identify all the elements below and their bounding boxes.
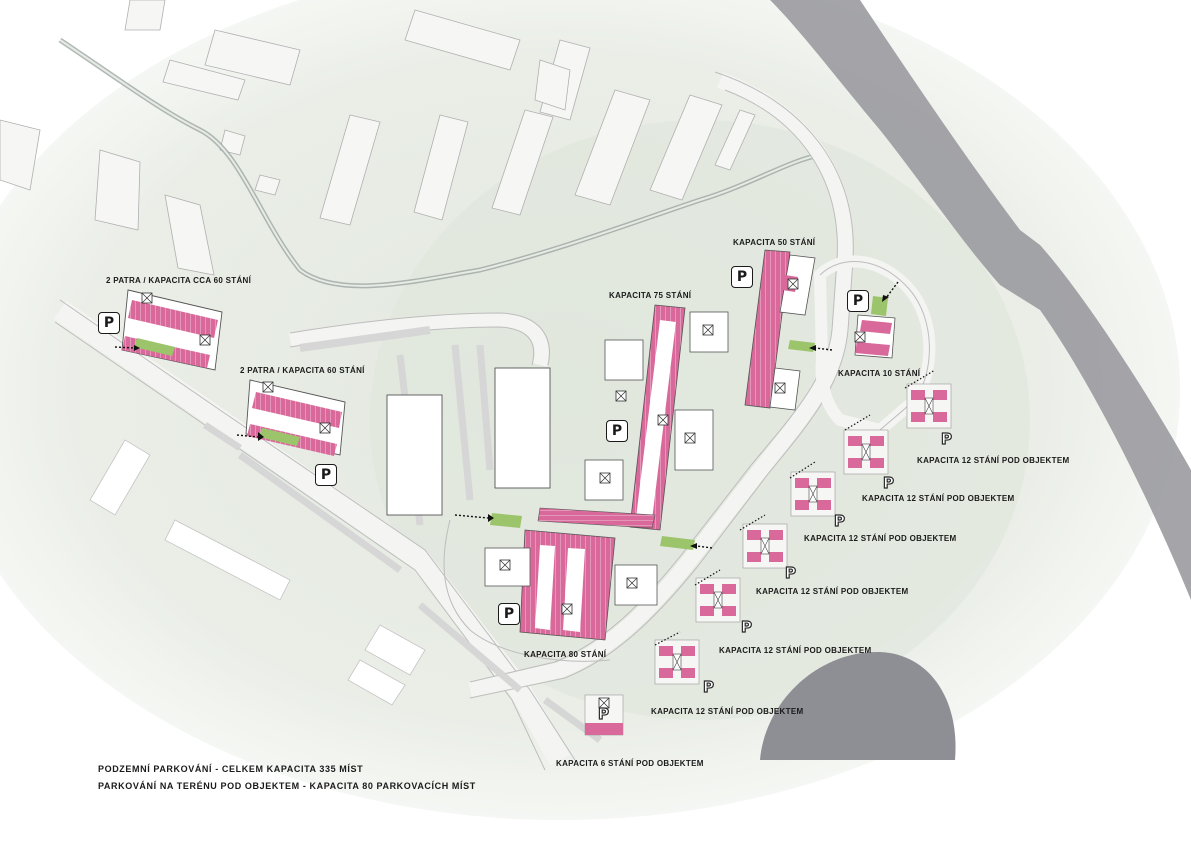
garage-nw [121, 289, 223, 371]
label-capacity-6: KAPACITA 6 STÁNÍ POD OBJEKTEM [556, 759, 704, 768]
houses-under-parking [584, 383, 952, 736]
label-garage-nw: 2 PATRA / KAPACITA CCA 60 STÁNÍ [106, 276, 252, 285]
parking-outline-sign-7: P [597, 704, 609, 723]
parking-sign-50: P [731, 266, 753, 288]
access-arrowheads [134, 295, 889, 549]
legend-underground: PODZEMNÍ PARKOVÁNÍ - CELKEM KAPACITA 335… [98, 764, 364, 774]
label-capacity-80: KAPACITA 80 STÁNÍ [524, 650, 607, 659]
garage-10 [854, 296, 896, 359]
pond [760, 651, 956, 760]
garage-75 [537, 304, 729, 531]
label-capacity-10: KAPACITA 10 STÁNÍ [838, 369, 921, 378]
context-buildings [0, 0, 756, 276]
label-garage-w: 2 PATRA / KAPACITA 60 STÁNÍ [240, 366, 365, 375]
parking-sign-75: P [606, 420, 628, 442]
parking-outline-sign-3: P [833, 511, 845, 530]
label-capacity-50: KAPACITA 50 STÁNÍ [733, 238, 816, 247]
label-capacity-12-a: KAPACITA 12 STÁNÍ POD OBJEKTEM [917, 456, 1070, 465]
parking-outline-sign-2: P [882, 473, 894, 492]
parking-sign-nw: P [98, 312, 120, 334]
parking-sign-w: P [315, 464, 337, 486]
parking-outline-sign-1: P [940, 429, 952, 448]
house-paths [654, 369, 936, 646]
garage-w [245, 379, 346, 456]
label-capacity-12-d: KAPACITA 12 STÁNÍ POD OBJEKTEM [756, 587, 909, 596]
parking-sign-10: P [847, 290, 869, 312]
garage-50 [744, 249, 816, 411]
access-arrows [114, 281, 899, 549]
roads [53, 71, 936, 771]
parking-outline-sign-5: P [740, 617, 752, 636]
label-capacity-12-e: KAPACITA 12 STÁNÍ POD OBJEKTEM [719, 646, 872, 655]
garage-80 [484, 513, 695, 641]
label-capacity-12-b: KAPACITA 12 STÁNÍ POD OBJEKTEM [862, 494, 1015, 503]
context-buildings-south [89, 439, 426, 706]
parking-outline-sign-4: P [784, 563, 796, 582]
central-buildings [386, 367, 551, 516]
parking-sign-80: P [498, 603, 520, 625]
legend-ground-under-building: PARKOVÁNÍ NA TERÉNU POD OBJEKTEM - KAPAC… [98, 781, 476, 791]
label-capacity-12-f: KAPACITA 12 STÁNÍ POD OBJEKTEM [651, 707, 804, 716]
label-capacity-12-c: KAPACITA 12 STÁNÍ POD OBJEKTEM [804, 534, 957, 543]
label-capacity-75: KAPACITA 75 STÁNÍ [609, 291, 692, 300]
parking-outline-sign-6: P [702, 677, 714, 696]
